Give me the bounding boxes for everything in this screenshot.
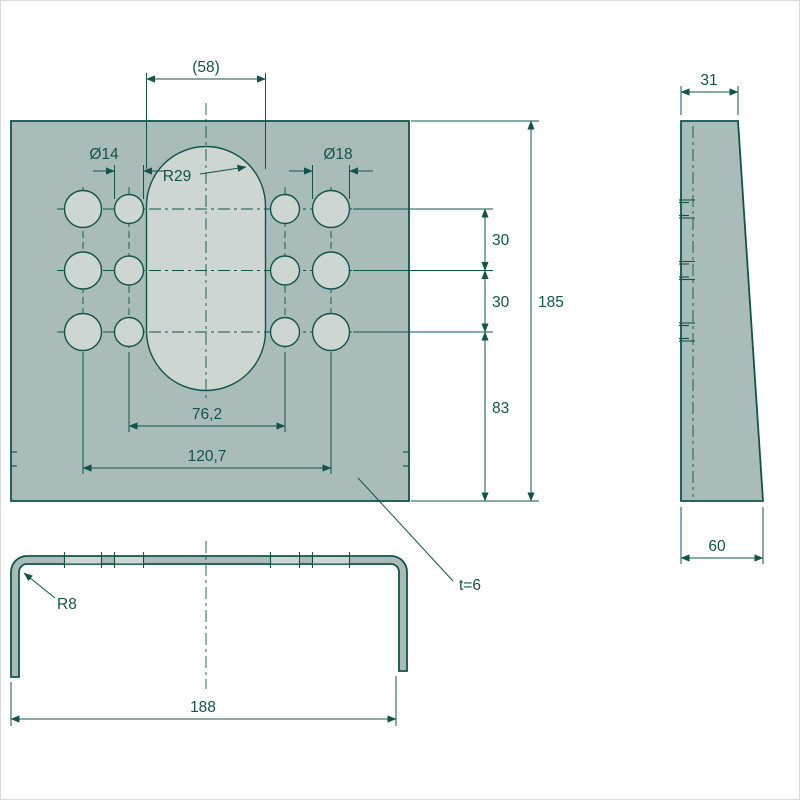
dim-slot-width-label: (58) [192,59,220,76]
hole-d14 [269,316,301,348]
dim-corner-radius-label: R8 [57,596,77,613]
dim-thickness: t=6 [357,477,481,594]
dim-row-gap-bottom-label: 30 [492,294,510,311]
hole-d14 [113,316,145,348]
front-view: (58) Ø14 Ø18 R29 [10,59,564,594]
dim-thickness-label: t=6 [459,577,481,594]
dim-hole-small-label: Ø14 [89,146,119,163]
bottom-view: R8 188 [10,541,408,726]
dim-side-base-depth-label: 60 [708,538,726,555]
dim-inner-span: 76,2 [128,353,286,432]
dim-overall-width: 188 [10,676,397,726]
edge-notches [11,451,409,467]
hole-d18 [63,189,103,229]
dim-hole-large-label: Ø18 [323,146,352,163]
dim-outer-span: 120,7 [82,354,332,474]
hole-cut-segment [114,557,144,564]
dim-overall-width-label: 188 [190,699,216,716]
dim-row-chain: 30 30 83 [353,208,539,502]
side-hole-marks [679,199,695,342]
hole-cut-segment [64,557,102,564]
dim-row-gap-top-label: 30 [492,232,510,249]
hole-d14 [269,255,301,286]
hole-pattern [63,189,351,352]
dim-slot-width: (58) [146,59,266,169]
hole-d18 [311,189,351,229]
channel-outline [10,555,408,678]
dim-slot-radius: R29 [163,164,247,185]
hole-d14 [269,193,301,225]
dim-inner-span-label: 76,2 [192,406,222,423]
dim-hole-small: Ø14 [89,146,165,199]
dim-corner-radius: R8 [23,572,77,613]
dim-slot-radius-label: R29 [163,168,191,185]
side-view: 31 60 [679,72,764,564]
dim-side-base-depth: 60 [680,507,764,564]
hole-d18 [63,312,103,352]
dim-bottom-offset-label: 83 [492,400,509,417]
hole-cut-segment [312,557,350,564]
side-profile-outline [680,120,764,502]
hole-d14 [113,193,145,225]
hole-d18 [311,312,351,352]
hole-d18 [311,251,351,290]
dim-side-top-width-label: 31 [700,72,717,89]
hole-d14 [113,255,145,286]
hole-cut-segment [270,557,300,564]
dim-height: 185 [411,120,564,502]
leader-line [357,477,454,582]
leader-line [23,572,56,599]
dim-outer-span-label: 120,7 [188,448,227,465]
dim-hole-large: Ø18 [289,146,373,199]
leader-line [199,164,247,175]
dim-side-top-width: 31 [680,72,739,115]
dim-height-label: 185 [538,294,564,311]
channel-hole-cuts [63,552,351,568]
hole-d18 [63,251,103,290]
